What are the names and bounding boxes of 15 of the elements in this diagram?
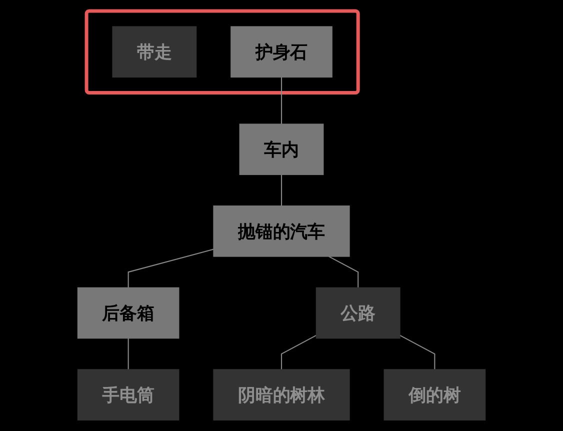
node-box: 公路 (316, 287, 400, 339)
connector (280, 334, 317, 370)
connector (280, 77, 282, 124)
connector (128, 338, 129, 370)
connector (400, 334, 436, 370)
node-box: 带走 (112, 26, 197, 78)
cluster (84, 9, 360, 95)
connector (328, 256, 359, 288)
connector (128, 248, 214, 288)
connector (280, 174, 282, 206)
node-box: 手电筒 (77, 369, 180, 420)
node-box: 后备箱 (77, 287, 180, 339)
node-box: 阴暗的树林 (213, 369, 350, 420)
node-box: 抛锚的汽车 (213, 206, 350, 257)
node-box: 车内 (239, 124, 324, 176)
